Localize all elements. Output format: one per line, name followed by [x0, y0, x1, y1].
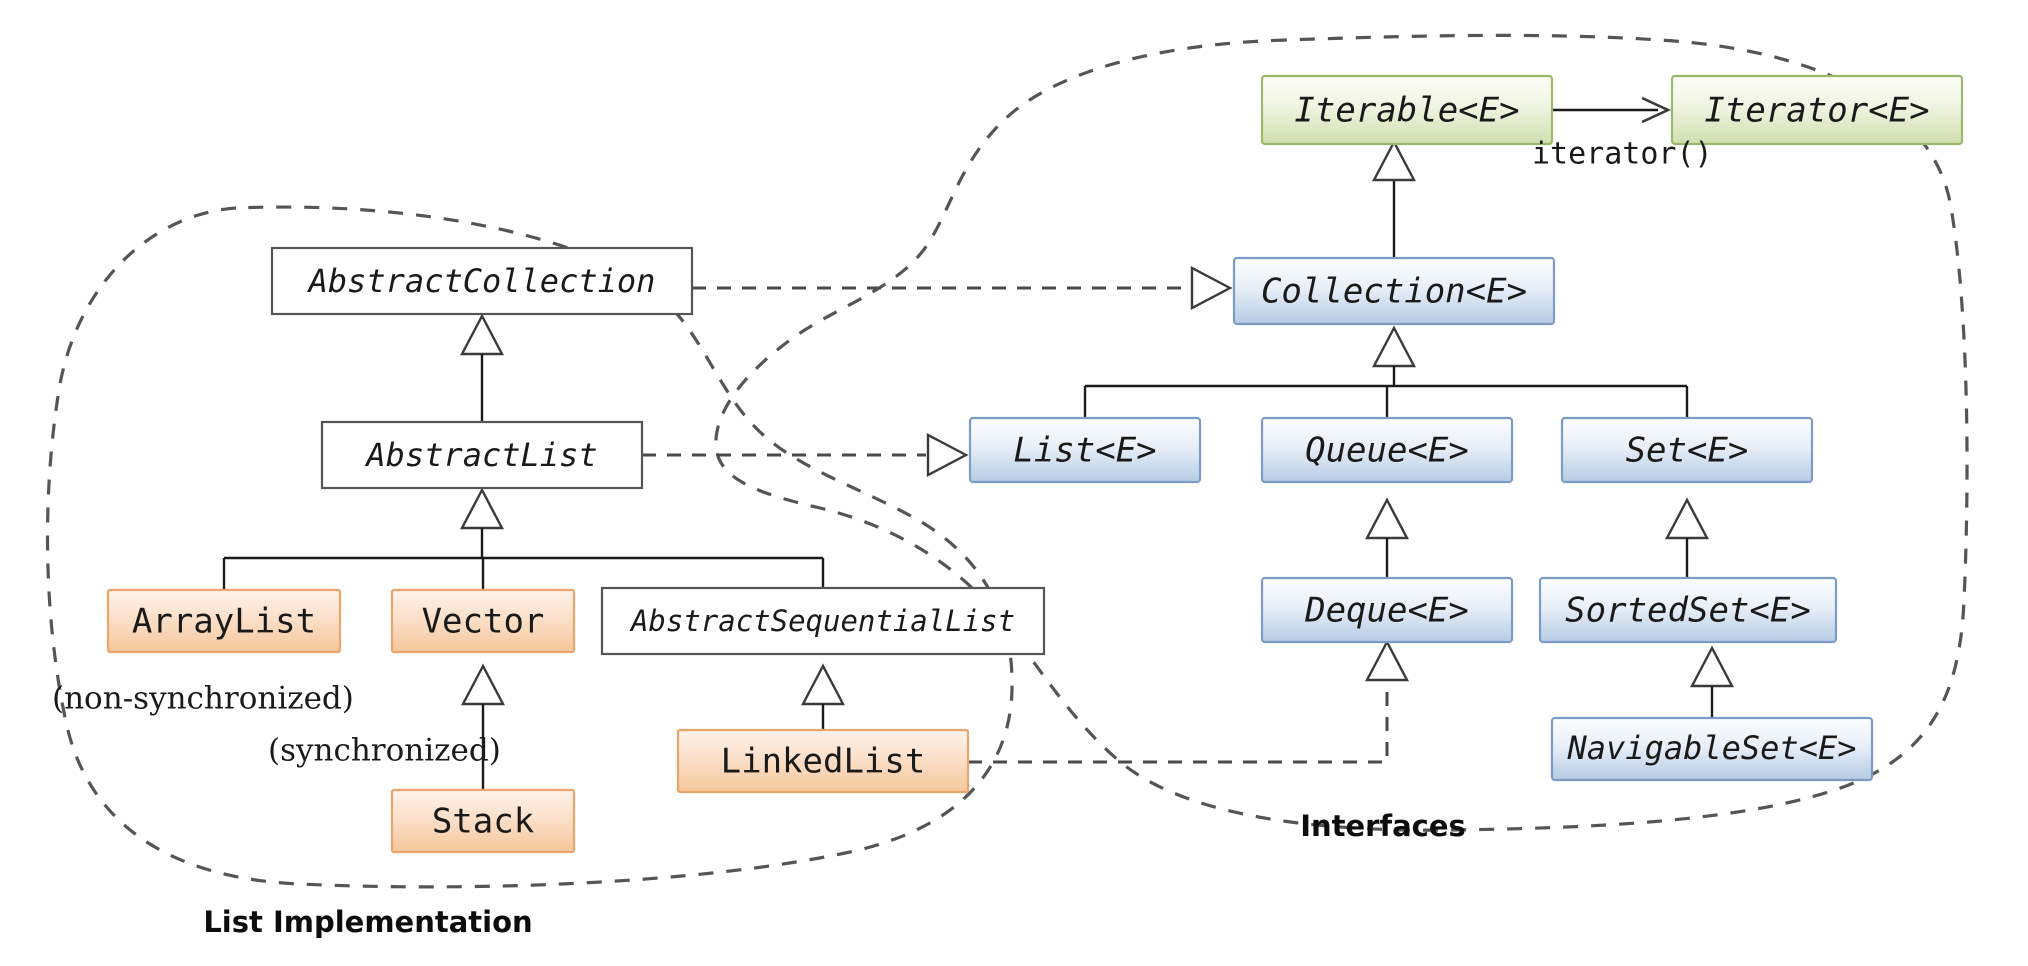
node-sortedset-label: SortedSet<E> [1565, 591, 1811, 631]
interfaces-caption: Interfaces [1300, 809, 1466, 843]
group-outlines [45, 33, 1969, 889]
node-collection[interactable]: Collection<E> [1232, 256, 1556, 326]
node-navigableset-label: NavigableSet<E> [1567, 729, 1857, 767]
node-iterator-label: Iterator<E> [1704, 91, 1929, 131]
edge-abstractlist-to-list [642, 433, 969, 477]
edge-deque-to-queue [1365, 497, 1409, 578]
node-queue-label: Queue<E> [1305, 431, 1469, 471]
node-abstractsequentiallist[interactable]: AbstractSequentialList [600, 586, 1046, 656]
edge-linkedlist-to-deque [968, 639, 1409, 764]
iterator-method-label: iterator() [1532, 137, 1713, 172]
node-iterable[interactable]: Iterable<E> [1260, 74, 1554, 146]
node-iterator[interactable]: Iterator<E> [1670, 74, 1964, 146]
node-deque-label: Deque<E> [1304, 591, 1469, 631]
node-set-label: Set<E> [1626, 431, 1749, 471]
node-deque[interactable]: Deque<E> [1260, 576, 1514, 644]
node-linkedlist[interactable]: LinkedList [676, 728, 970, 794]
node-vector[interactable]: Vector [390, 588, 576, 654]
node-arraylist-label: ArrayList [132, 602, 316, 642]
list-implementation-cloud [45, 205, 1014, 889]
node-queue[interactable]: Queue<E> [1260, 416, 1514, 484]
edge-collection-to-iterable [1372, 139, 1416, 258]
edges [222, 96, 1734, 790]
node-iterable-label: Iterable<E> [1294, 91, 1519, 131]
node-collection-label: Collection<E> [1261, 272, 1527, 312]
node-abstractcollection-label: AbstractCollection [307, 262, 656, 300]
node-abstractlist-label: AbstractList [364, 436, 597, 474]
nodes: Iterable<E> Iterator<E> Collection<E> Li… [106, 74, 1964, 854]
node-arraylist[interactable]: ArrayList [106, 588, 342, 654]
edge-abstractlist-to-abstractcollection [460, 313, 504, 422]
node-set[interactable]: Set<E> [1560, 416, 1814, 484]
node-vector-label: Vector [422, 602, 545, 642]
interfaces-cloud [714, 33, 1969, 832]
node-abstractsequentiallist-label: AbstractSequentialList [629, 604, 1015, 638]
node-linkedlist-label: LinkedList [721, 742, 926, 782]
synchronized-note: (synchronized) [268, 733, 501, 769]
node-abstractlist[interactable]: AbstractList [320, 420, 644, 490]
node-abstractcollection[interactable]: AbstractCollection [270, 246, 694, 316]
edge-iterable-to-iterator [1552, 96, 1672, 124]
edge-abstractlist-children-bus [222, 487, 825, 590]
edge-linkedlist-to-abstractsequentiallist [801, 663, 845, 730]
node-stack-label: Stack [432, 802, 534, 842]
node-stack[interactable]: Stack [390, 788, 576, 854]
list-implementation-caption: List Implementation [203, 905, 532, 939]
edge-navigableset-to-sortedset [1690, 645, 1734, 718]
edge-abstractcollection-to-collection [692, 266, 1233, 310]
edge-stack-to-vector [461, 663, 505, 790]
node-navigableset[interactable]: NavigableSet<E> [1550, 716, 1874, 782]
non-synchronized-note: (non-synchronized) [52, 681, 354, 717]
node-sortedset[interactable]: SortedSet<E> [1538, 576, 1838, 644]
node-list[interactable]: List<E> [968, 416, 1202, 484]
annotations: iterator() (non-synchronized) (synchroni… [52, 137, 1713, 940]
edge-collection-children-bus [1083, 325, 1689, 418]
edge-sortedset-to-set [1665, 497, 1709, 578]
node-list-label: List<E> [1013, 431, 1156, 471]
